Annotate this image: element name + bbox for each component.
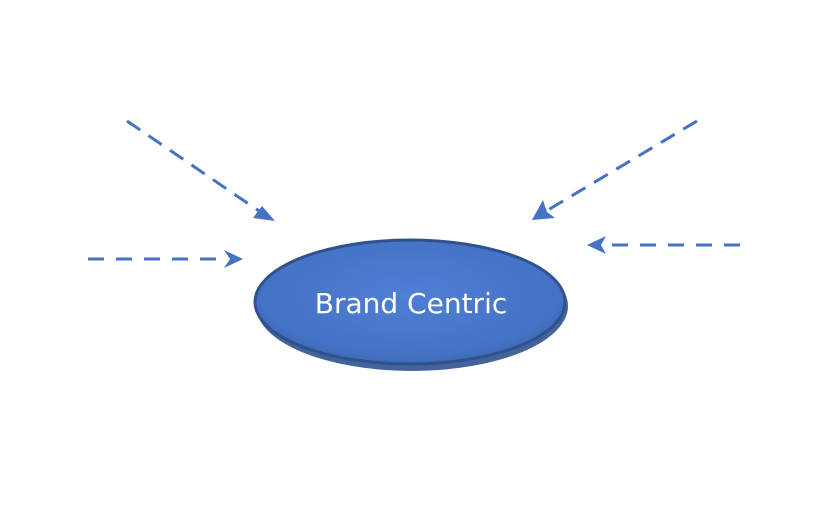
center-node-label: Brand Centric [315,287,508,320]
arrow-left [88,250,243,268]
arrowhead-icon [253,206,275,221]
arrow-top-right [532,119,698,220]
arrowhead-icon [532,200,555,220]
arrowhead-icon [224,250,243,268]
center-node: Brand Centric [253,238,568,371]
arrow-top-left [126,119,275,221]
arrowhead-icon [587,236,606,254]
arrow-right [587,236,740,254]
